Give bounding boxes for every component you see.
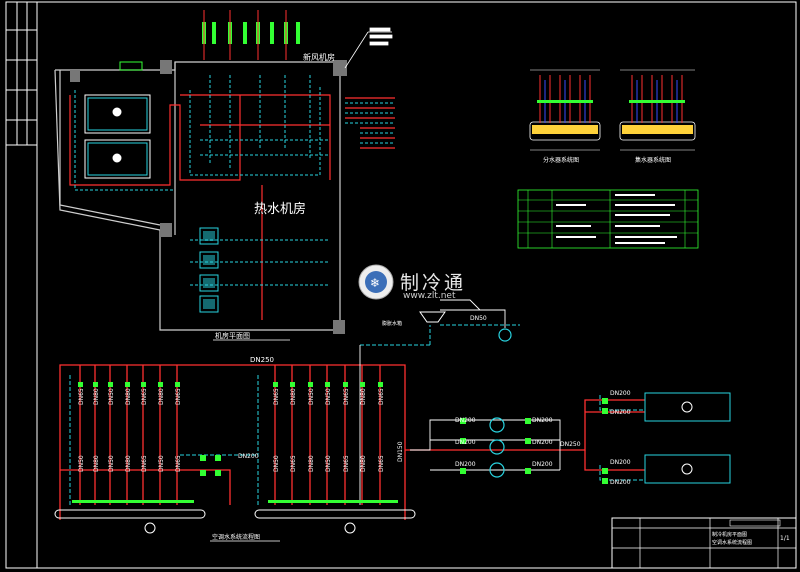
left-branch-label-2: DN50 xyxy=(108,388,115,405)
drawing-number: 1/1 xyxy=(780,535,790,542)
left-branch-label-6: DN65 xyxy=(175,388,182,405)
room-label: 热水机房 xyxy=(254,201,306,217)
left-bottom-label-5: DN50 xyxy=(158,455,165,472)
pump-label-3: DN200 xyxy=(532,417,553,424)
right-bottom-label-2: DN80 xyxy=(308,455,315,472)
right-bottom-label-5: DN80 xyxy=(360,455,367,472)
right-branch-label-5: DN80 xyxy=(360,388,367,405)
right-bottom-label-4: DN65 xyxy=(343,455,350,472)
drawing-frame xyxy=(5,1,797,569)
chiller-label-1: DN200 xyxy=(610,409,631,416)
pump-label-1: DN200 xyxy=(455,439,476,446)
left-bottom-label-4: DN65 xyxy=(141,455,148,472)
right-branch-label-1: DN80 xyxy=(290,388,297,405)
section-right-caption: 集水器系统图 xyxy=(635,156,671,164)
left-bottom-label-3: DN80 xyxy=(125,455,132,472)
schematic-caption: 空调水系统流程图 xyxy=(212,533,260,541)
section-left-caption: 分水器系统图 xyxy=(543,156,579,164)
watermark-text: 制冷通 xyxy=(400,272,467,294)
svg-text:❄: ❄ xyxy=(370,276,380,290)
title-row2: 空调水系统流程图 xyxy=(712,539,752,546)
pump-label-5: DN200 xyxy=(532,461,553,468)
left-branch-label-0: DN65 xyxy=(78,388,85,405)
title-block: 制冷机房平面图 空调水系统流程图 1/1 xyxy=(611,517,797,569)
left-branch-label-5: DN80 xyxy=(158,388,165,405)
right-branch-label-6: DN65 xyxy=(378,388,385,405)
section-details: 分水器系统图 集水器系统图 xyxy=(529,69,696,164)
right-bottom-label-3: DN50 xyxy=(325,455,332,472)
left-bottom-label-0: DN50 xyxy=(78,455,85,472)
left-bottom-label-2: DN50 xyxy=(108,455,115,472)
plan-caption: 机房平面图 xyxy=(215,331,250,340)
center-label-bottom: DN150 xyxy=(397,441,404,462)
right-bottom-label-1: DN65 xyxy=(290,455,297,472)
left-bottom-label-6: DN65 xyxy=(175,455,182,472)
right-branch-label-4: DN65 xyxy=(343,388,350,405)
expansion-label: DN50 xyxy=(470,315,487,322)
watermark-url: www.zlt.net xyxy=(403,291,456,301)
watermark-logo: ❄ xyxy=(358,264,394,300)
chiller-label-2: DN200 xyxy=(610,459,631,466)
right-bottom-label-0: DN50 xyxy=(273,455,280,472)
center-label-top: DN200 xyxy=(238,453,259,460)
right-bottom-label-6: DN65 xyxy=(378,455,385,472)
pump-label-2: DN200 xyxy=(455,461,476,468)
left-branch-label-4: DN65 xyxy=(141,388,148,405)
corner-label: 新风机房 xyxy=(303,52,335,62)
supply-label: DN250 xyxy=(560,441,581,448)
right-branch-label-3: DN50 xyxy=(325,388,332,405)
tank-label: 膨胀水箱 xyxy=(382,320,402,327)
water-system-schematic: 膨胀水箱 DN50 DN250 DN200 DN150 DN250 空调水系统流… xyxy=(54,299,731,542)
chiller-label-0: DN200 xyxy=(610,390,631,397)
machine-room-plan: 热水机房 机房平面图 新风机房 xyxy=(54,10,395,341)
pump-label-4: DN200 xyxy=(532,439,553,446)
chiller-label-3: DN200 xyxy=(610,479,631,486)
main-pipe-label: DN250 xyxy=(250,356,274,364)
title-row1: 制冷机房平面图 xyxy=(712,531,747,538)
pump-label-0: DN200 xyxy=(455,417,476,424)
left-branch-label-3: DN80 xyxy=(125,388,132,405)
equipment-table xyxy=(517,189,699,249)
left-bottom-label-1: DN80 xyxy=(93,455,100,472)
right-branch-label-2: DN50 xyxy=(308,388,315,405)
left-branch-label-1: DN80 xyxy=(93,388,100,405)
right-branch-label-0: DN65 xyxy=(273,388,280,405)
